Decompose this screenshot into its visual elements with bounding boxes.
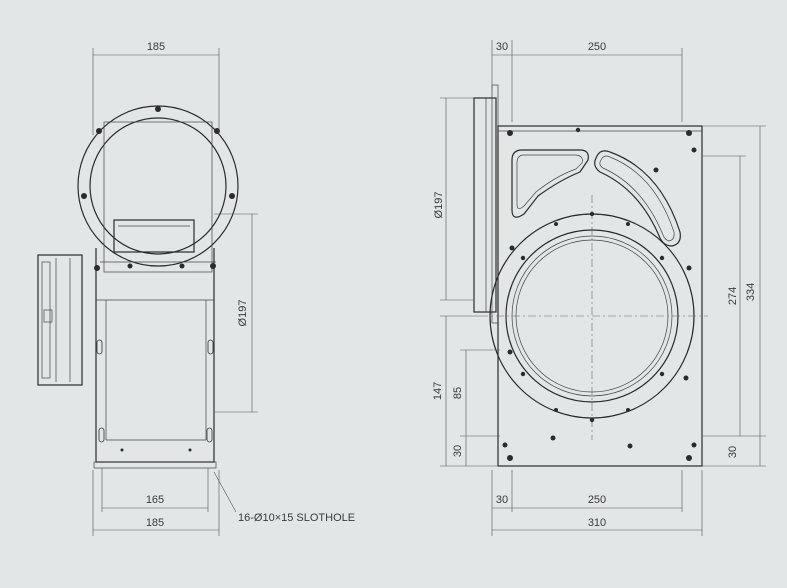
front-outlet-dimension: Ø197: [214, 213, 258, 413]
slot-hole: [206, 427, 213, 443]
side-bottom-dimensions: 30 250 310: [491, 470, 703, 536]
side-plate: [480, 125, 708, 467]
side-inlet-diameter-label: Ø197: [433, 192, 445, 219]
side-left-dimensions: 147 85 30: [432, 315, 500, 467]
side-overall-width-label: 310: [588, 517, 606, 529]
side-bottom-offset-label: 30: [496, 494, 508, 506]
outlet-flange: [77, 105, 239, 273]
side-height-inner-label: 274: [727, 287, 739, 305]
front-base-outer-label: 185: [146, 517, 164, 529]
side-bottom-width-label: 250: [588, 494, 606, 506]
slot-hole: [96, 339, 103, 355]
side-left-bottom-30-label: 30: [452, 445, 464, 457]
housing-body: [93, 248, 217, 469]
front-top-dimension: 185: [92, 41, 220, 135]
side-right-bottom-30-label: 30: [727, 446, 739, 458]
motor-body: [37, 254, 83, 386]
mounting-holes: [502, 127, 697, 461]
side-height-85-label: 85: [452, 387, 464, 399]
side-top-dimensions: 30 250: [491, 40, 683, 122]
side-height-147-label: 147: [432, 382, 444, 400]
front-bottom-dimensions: 165 185 16-Ø10×15 SLOTHOLE: [92, 468, 355, 536]
slot-hole-note: 16-Ø10×15 SLOTHOLE: [238, 512, 355, 524]
side-right-dimensions: 334 274 30: [702, 125, 766, 467]
front-outlet-diameter-label: Ø197: [237, 300, 249, 327]
front-top-width-label: 185: [147, 41, 165, 53]
side-height-outer-label: 334: [745, 283, 757, 301]
slot-hole: [98, 427, 105, 443]
side-top-width-label: 250: [588, 41, 606, 53]
slot-hole: [207, 339, 214, 355]
side-view: 30 250 Ø197 334 274 30: [432, 40, 766, 536]
side-top-offset-label: 30: [496, 41, 508, 53]
front-view: 185 Ø197 165 185 16-Ø10×15 SLOTHOLE: [37, 41, 355, 536]
front-base-inner-label: 165: [146, 494, 164, 506]
side-inlet-dimension: Ø197: [433, 97, 474, 301]
